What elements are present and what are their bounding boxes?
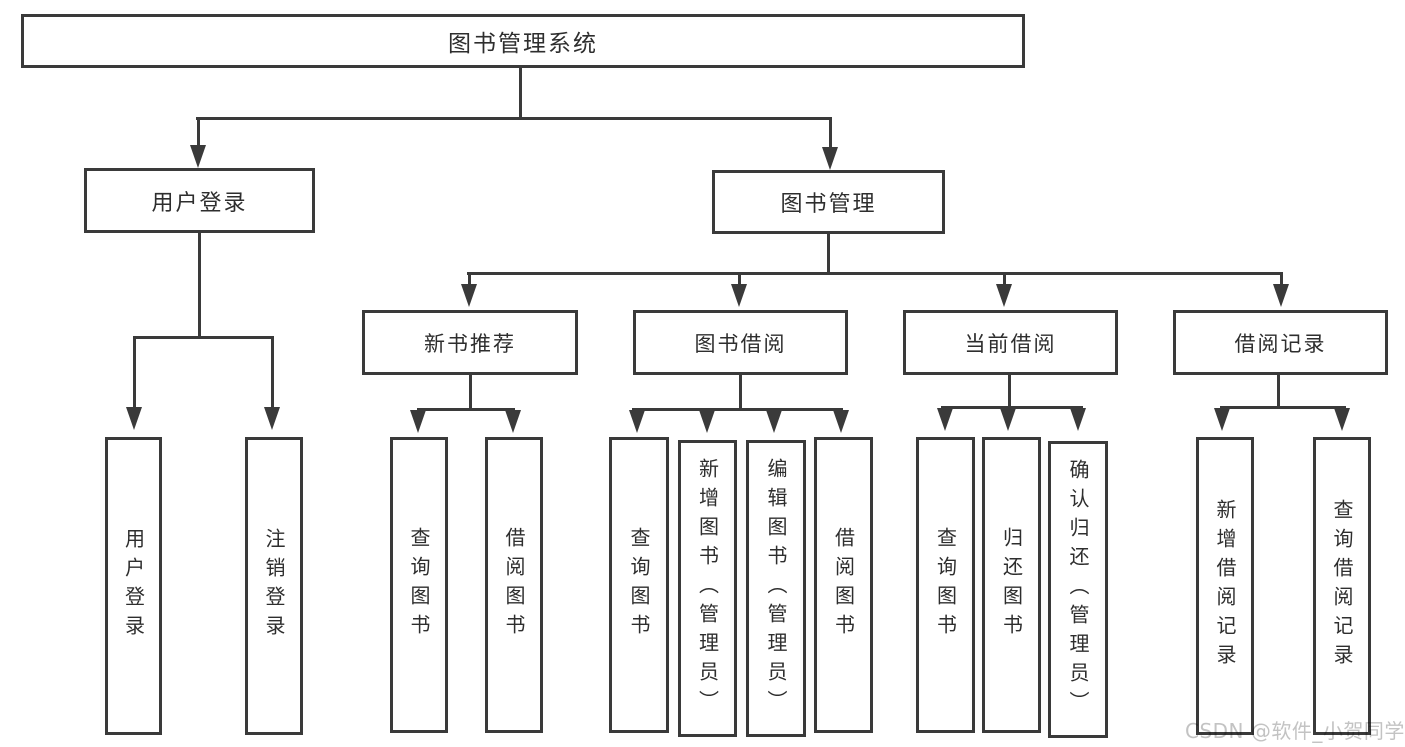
arrowhead-down-icon <box>1214 408 1230 431</box>
arrowhead-down-icon <box>264 407 280 430</box>
arrowhead-down-icon <box>699 410 715 433</box>
arrowhead-down-icon <box>766 410 782 433</box>
node-label: 借阅记录 <box>1234 331 1327 356</box>
connector-borrow-stub <box>739 374 742 410</box>
leaf-borrow-add-books-admin: 新增图书（管理员） <box>678 440 737 737</box>
connector-borrow-hline <box>632 408 843 411</box>
connector-stem <box>1280 274 1283 285</box>
connector-current-stub <box>1008 374 1011 408</box>
node-label: 新书推荐 <box>424 331 516 356</box>
connector-records-stub <box>1277 374 1280 408</box>
connector-user-login-hline <box>133 336 274 339</box>
node-label: 归还图书 <box>999 527 1024 643</box>
leaf-borrow-borrow-books: 借阅图书 <box>814 437 873 733</box>
connector-book-mgmt-stub <box>827 233 830 274</box>
connector-stem <box>738 274 741 285</box>
arrowhead-down-icon <box>833 410 849 433</box>
leaf-newbook-query-books: 查询图书 <box>390 437 448 733</box>
node-label: 图书借阅 <box>694 331 787 356</box>
node-label: 借阅图书 <box>502 527 526 643</box>
leaf-current-query-books: 查询图书 <box>916 437 975 733</box>
connector-stem <box>133 338 136 408</box>
arrowhead-down-icon <box>822 147 838 170</box>
leaf-current-confirm-return-admin: 确认归还（管理员） <box>1048 441 1108 738</box>
arrowhead-down-icon <box>126 407 142 430</box>
arrowhead-down-icon <box>1070 408 1086 431</box>
arrowhead-down-icon <box>190 145 206 168</box>
arrowhead-down-icon <box>461 284 477 307</box>
node-label: 用户登录 <box>121 528 146 644</box>
node-label: 查询借阅记录 <box>1330 499 1354 673</box>
node-label: 编辑图书（管理员） <box>764 458 788 719</box>
connector-current-hline <box>941 406 1083 409</box>
connector-l3-hline <box>467 272 1283 275</box>
node-label: 借阅图书 <box>831 527 856 643</box>
arrowhead-down-icon <box>1000 408 1016 431</box>
connector-stem <box>468 274 471 285</box>
leaf-borrow-query-books: 查询图书 <box>609 437 669 733</box>
node-label: 图书管理 <box>780 192 877 217</box>
connector-stem <box>197 119 200 147</box>
connector-stem <box>1003 274 1006 285</box>
node-label: 新增借阅记录 <box>1213 499 1237 673</box>
node-label: 确认归还（管理员） <box>1066 459 1090 720</box>
connector-stem <box>271 338 274 408</box>
node-label: 注销登录 <box>262 528 286 644</box>
node-current-borrowing: 当前借阅 <box>903 310 1118 375</box>
connector-user-login-stub <box>198 231 201 338</box>
node-book-borrowing: 图书借阅 <box>633 310 848 375</box>
leaf-borrow-edit-books-admin: 编辑图书（管理员） <box>746 440 806 737</box>
connector-stem <box>829 119 832 147</box>
arrowhead-down-icon <box>410 410 426 433</box>
node-label: 新增图书（管理员） <box>695 458 720 719</box>
connector-records-hline <box>1220 406 1346 409</box>
connector-root-stub <box>519 68 522 119</box>
node-label: 图书管理系统 <box>448 31 598 57</box>
arrowhead-down-icon <box>1334 408 1350 431</box>
leaf-logout-login: 注销登录 <box>245 437 303 735</box>
leaf-current-return-books: 归还图书 <box>982 437 1041 733</box>
arrowhead-down-icon <box>505 410 521 433</box>
connector-newbook-hline <box>417 408 515 411</box>
node-user-login: 用户登录 <box>84 168 315 233</box>
leaf-user-login: 用户登录 <box>105 437 162 735</box>
node-new-book-recommendation: 新书推荐 <box>362 310 578 375</box>
arrowhead-down-icon <box>629 410 645 433</box>
csdn-watermark: CSDN @软件_小贺同学 <box>1185 719 1405 743</box>
leaf-newbook-borrow-books: 借阅图书 <box>485 437 543 733</box>
node-label: 查询图书 <box>407 527 431 643</box>
node-label: 当前借阅 <box>964 331 1057 356</box>
node-book-management: 图书管理 <box>712 170 945 234</box>
node-label: 用户登录 <box>151 190 248 216</box>
arrowhead-down-icon <box>731 284 747 307</box>
node-library-management-system: 图书管理系统 <box>21 14 1025 68</box>
node-borrowing-records: 借阅记录 <box>1173 310 1388 375</box>
connector-newbook-stub <box>469 374 472 410</box>
node-label: 查询图书 <box>627 527 651 643</box>
arrowhead-down-icon <box>996 284 1012 307</box>
leaf-records-add-borrow-record: 新增借阅记录 <box>1196 437 1254 735</box>
arrowhead-down-icon <box>937 408 953 431</box>
node-label: 查询图书 <box>933 527 958 643</box>
leaf-records-query-borrow-record: 查询借阅记录 <box>1313 437 1371 735</box>
connector-l1-hline <box>196 117 832 120</box>
arrowhead-down-icon <box>1273 284 1289 307</box>
